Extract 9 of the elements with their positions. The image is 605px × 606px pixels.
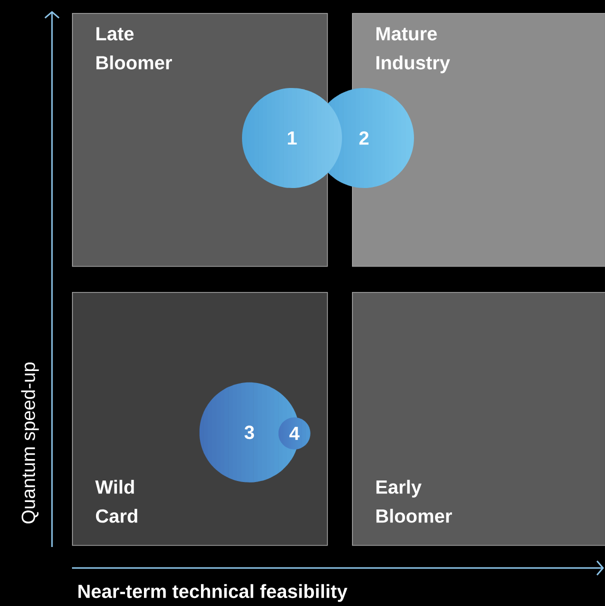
node-label: 4 [289,426,300,440]
bubble: 4 [278,417,310,450]
node-label: 1 [288,131,297,145]
axis-label: Near-term technical feasibility [78,584,348,602]
bubble: 1 [242,88,342,188]
quadrant-box: Early Bloomer [352,292,605,546]
axis-label: Quantum speed-up [21,362,39,524]
node-label: 2 [359,131,369,145]
node-label: 3 [244,426,254,440]
